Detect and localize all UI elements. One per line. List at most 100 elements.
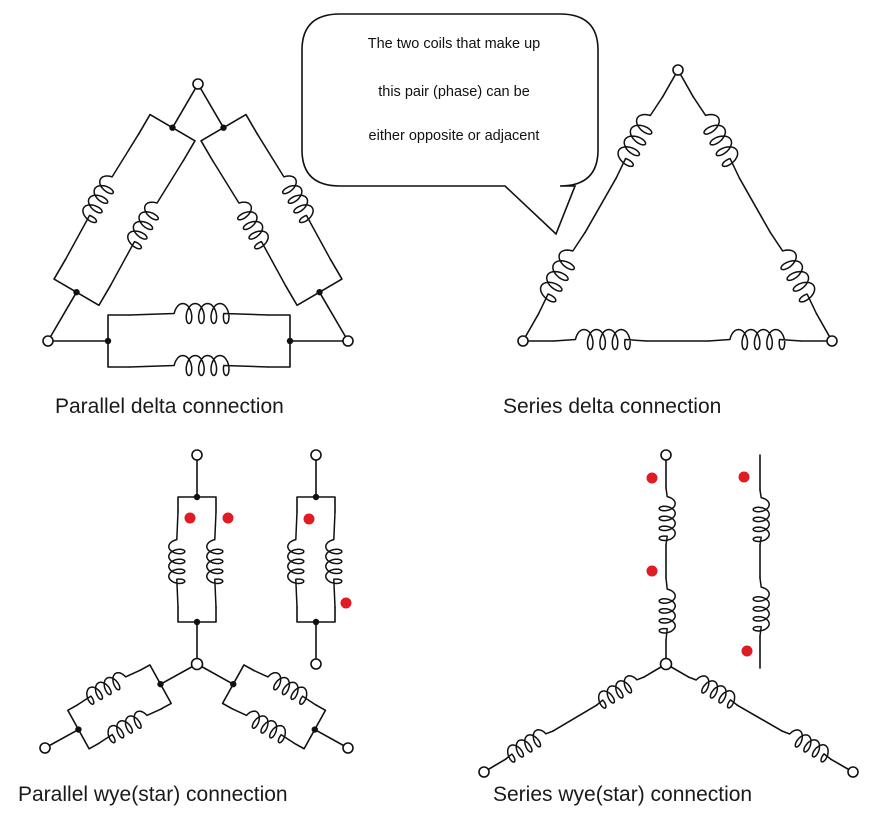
coil-winding bbox=[109, 159, 185, 287]
coil-winding bbox=[168, 511, 186, 608]
junction-dot bbox=[157, 680, 164, 688]
wire bbox=[196, 663, 235, 685]
coil-winding bbox=[658, 487, 676, 546]
wire bbox=[171, 83, 199, 129]
wire bbox=[139, 664, 162, 685]
coil-winding bbox=[98, 708, 163, 745]
coil-winding bbox=[256, 133, 332, 261]
junction-dot bbox=[193, 493, 201, 501]
parallel-wye-caption: Parallel wye(star) connection bbox=[18, 783, 288, 806]
polarity-dot bbox=[303, 513, 315, 525]
coil-winding bbox=[596, 675, 645, 709]
coil-winding bbox=[206, 511, 224, 608]
terminal bbox=[826, 335, 838, 347]
wire bbox=[736, 704, 783, 732]
parallel-delta-diagram bbox=[42, 78, 354, 377]
callout-line-2: this pair (phase) can be bbox=[378, 84, 530, 100]
terminal bbox=[310, 449, 322, 461]
coil-winding bbox=[752, 577, 770, 637]
terminal bbox=[191, 449, 203, 461]
junction-dot bbox=[220, 124, 227, 131]
terminal bbox=[847, 766, 859, 778]
coil-winding bbox=[64, 133, 140, 261]
coil-winding bbox=[692, 96, 741, 180]
coil-winding bbox=[687, 675, 738, 709]
junction-dot bbox=[73, 288, 80, 296]
wire bbox=[196, 496, 217, 513]
polarity-dot bbox=[738, 471, 750, 483]
terminal bbox=[660, 449, 672, 461]
wire bbox=[222, 113, 259, 136]
wire bbox=[77, 728, 100, 750]
series-wye-caption: Series wye(star) connection bbox=[493, 783, 753, 806]
wire bbox=[318, 291, 349, 342]
wire bbox=[171, 126, 196, 162]
terminal bbox=[342, 335, 354, 347]
wire bbox=[584, 177, 617, 234]
wire bbox=[53, 258, 78, 293]
junction-dot bbox=[104, 337, 112, 345]
wire bbox=[75, 284, 112, 307]
coil-winding bbox=[615, 96, 664, 180]
wire bbox=[221, 683, 235, 710]
wire bbox=[267, 314, 291, 342]
junction-dot bbox=[316, 288, 323, 296]
coil-winding bbox=[287, 511, 305, 608]
wire bbox=[196, 606, 217, 623]
polarity-dot bbox=[184, 512, 196, 524]
polarity-dot bbox=[646, 472, 658, 484]
wire bbox=[293, 728, 316, 750]
coil-winding bbox=[505, 729, 554, 763]
coil-winding bbox=[658, 577, 676, 641]
coil-winding bbox=[231, 708, 296, 745]
terminal bbox=[517, 335, 529, 347]
wire bbox=[47, 291, 78, 342]
wire bbox=[159, 663, 198, 685]
wire bbox=[107, 340, 131, 368]
coil-winding bbox=[252, 669, 317, 706]
wire bbox=[296, 606, 317, 623]
parallel-delta-caption: Parallel delta connection bbox=[55, 395, 284, 418]
wire bbox=[200, 126, 225, 162]
wire bbox=[177, 496, 198, 513]
terminal bbox=[39, 742, 51, 754]
wire bbox=[137, 113, 174, 136]
wire bbox=[313, 728, 349, 749]
terminal bbox=[672, 64, 684, 76]
coil-winding bbox=[781, 729, 832, 763]
polarity-dot bbox=[741, 645, 753, 657]
coil-winding bbox=[707, 328, 802, 351]
coil-winding bbox=[211, 159, 287, 287]
wire bbox=[177, 606, 198, 623]
wire bbox=[738, 177, 772, 234]
wire bbox=[107, 314, 131, 342]
series-wye-diagram bbox=[478, 449, 859, 778]
wire bbox=[197, 83, 225, 129]
wire bbox=[66, 704, 80, 731]
wire bbox=[315, 606, 336, 623]
wire bbox=[313, 704, 327, 731]
coil-winding bbox=[769, 231, 818, 315]
wire bbox=[318, 258, 343, 293]
coil-winding bbox=[537, 231, 586, 315]
polarity-dot bbox=[340, 597, 352, 609]
wire bbox=[267, 340, 291, 368]
terminal bbox=[42, 335, 54, 347]
callout-line-3: either opposite or adjacent bbox=[368, 128, 540, 144]
neutral-point bbox=[659, 657, 673, 671]
junction-dot bbox=[286, 337, 294, 345]
junction-dot bbox=[312, 493, 320, 501]
callout-line-1: The two coils that make up bbox=[367, 36, 541, 52]
junction-dot bbox=[169, 124, 176, 131]
series-delta-caption: Series delta connection bbox=[503, 395, 722, 418]
coil-winding bbox=[325, 511, 343, 608]
junction-dot bbox=[230, 680, 237, 688]
polarity-dot bbox=[646, 565, 658, 577]
wire bbox=[44, 728, 80, 749]
neutral-point bbox=[190, 657, 204, 671]
series-delta-diagram bbox=[517, 64, 838, 351]
terminal bbox=[310, 658, 322, 670]
wire bbox=[552, 704, 598, 732]
